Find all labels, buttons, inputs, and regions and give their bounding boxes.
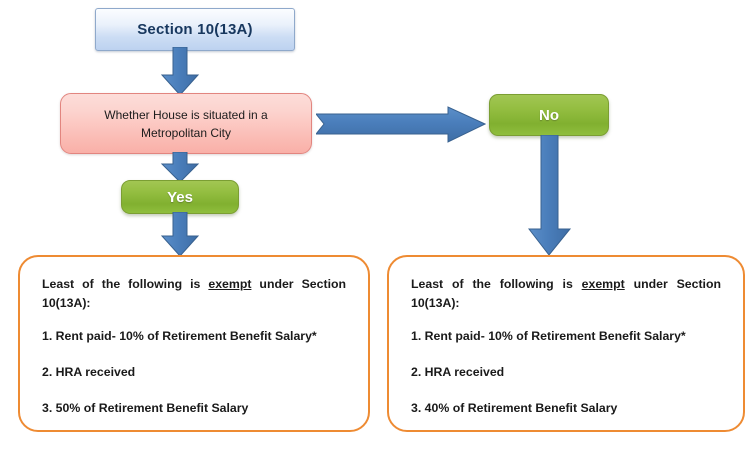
arrow-no-to-outcome-right	[528, 135, 572, 257]
outcome-left-heading-after: under Section 10(13A):	[42, 277, 347, 311]
node-branch-no-label: No	[539, 106, 559, 124]
outcome-left-heading: Least of the following is exempt under S…	[42, 275, 346, 313]
arrow-decision-to-yes	[160, 152, 200, 184]
outcome-left-heading-before: Least of the following is	[42, 277, 209, 291]
outcome-left-heading-exempt: exempt	[208, 277, 252, 291]
outcome-right-heading-before: Least of the following is	[411, 277, 582, 291]
outcome-right-heading: Least of the following is exempt under S…	[411, 275, 721, 313]
arrow-yes-to-outcome-left	[160, 212, 200, 258]
outcome-right-item-3: 3. 40% of Retirement Benefit Salary	[411, 401, 618, 416]
node-branch-no: No	[489, 94, 609, 136]
outcome-box-metropolitan: Least of the following is exempt under S…	[18, 255, 370, 432]
outcome-right-item-1: 1. Rent paid- 10% of Retirement Benefit …	[411, 329, 686, 344]
node-section-10-13a: Section 10(13A)	[95, 8, 295, 51]
node-section-label: Section 10(13A)	[137, 21, 253, 38]
outcome-box-non-metropolitan: Least of the following is exempt under S…	[387, 255, 745, 432]
arrow-decision-to-no	[316, 106, 486, 143]
arrow-section-to-decision	[160, 47, 200, 97]
outcome-left-item-3: 3. 50% of Retirement Benefit Salary	[42, 401, 249, 416]
node-decision-label: Whether House is situated in a Metropoli…	[104, 107, 268, 140]
node-branch-yes: Yes	[121, 180, 239, 214]
outcome-right-heading-after: under Section 10(13A):	[411, 277, 721, 311]
outcome-left-item-1: 1. Rent paid- 10% of Retirement Benefit …	[42, 329, 317, 344]
outcome-left-item-2: 2. HRA received	[42, 365, 136, 380]
outcome-right-heading-exempt: exempt	[581, 277, 625, 291]
outcome-right-item-2: 2. HRA received	[411, 365, 505, 380]
node-decision-metropolitan-city: Whether House is situated in a Metropoli…	[60, 93, 312, 154]
node-branch-yes-label: Yes	[167, 188, 193, 206]
